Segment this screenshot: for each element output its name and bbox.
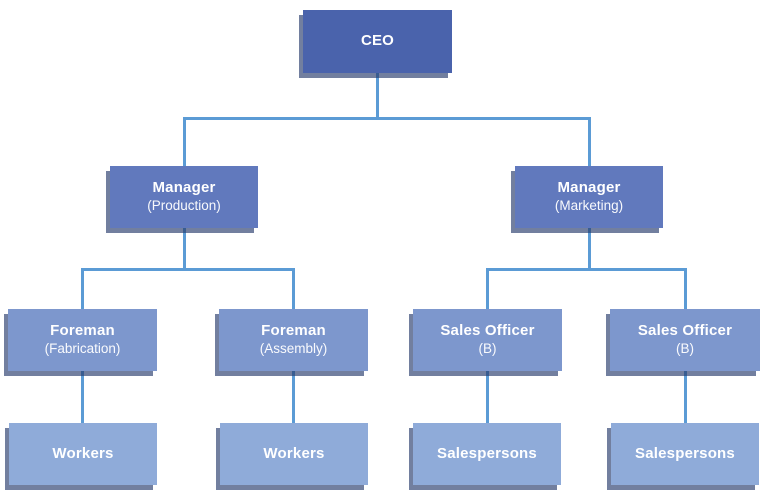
- connector-marketing-down: [588, 228, 591, 270]
- connector-production-horizontal: [81, 268, 295, 271]
- node-salespersons-1: Salespersons: [413, 423, 561, 485]
- connector-marketing-horizontal: [486, 268, 687, 271]
- node-subtitle: (Assembly): [259, 341, 328, 357]
- connector-salespersons2-top: [684, 371, 687, 423]
- node-manager-production: Manager (Production): [110, 166, 258, 228]
- connector-salespersons1-top: [486, 371, 489, 423]
- node-workers-2: Workers: [220, 423, 368, 485]
- node-sales-officer-1: Sales Officer (B): [413, 309, 562, 371]
- connector-level1-horizontal: [183, 117, 591, 120]
- node-sales-officer-2: Sales Officer (B): [610, 309, 760, 371]
- connector-sales1-top: [486, 268, 489, 309]
- node-title: Sales Officer: [637, 321, 733, 339]
- node-subtitle: (Marketing): [554, 198, 624, 214]
- node-title: Salespersons: [437, 444, 537, 462]
- node-title: Foreman: [50, 321, 115, 339]
- node-title: Workers: [52, 444, 114, 462]
- node-subtitle: (Production): [147, 198, 221, 214]
- node-title: Foreman: [261, 321, 326, 339]
- connector-assembly-top: [292, 268, 295, 309]
- node-subtitle: (B): [478, 341, 497, 357]
- node-foreman-fabrication: Foreman (Fabrication): [8, 309, 157, 371]
- node-manager-marketing: Manager (Marketing): [515, 166, 663, 228]
- connector-sales2-top: [684, 268, 687, 309]
- connector-workers1-top: [81, 371, 84, 423]
- node-foreman-assembly: Foreman (Assembly): [219, 309, 368, 371]
- connector-fabrication-top: [81, 268, 84, 309]
- node-subtitle: (Fabrication): [44, 341, 121, 357]
- node-title: Manager: [152, 178, 216, 196]
- node-title: Salespersons: [635, 444, 735, 462]
- node-title: Manager: [557, 178, 621, 196]
- node-title: CEO: [360, 32, 395, 50]
- connector-production-top: [183, 117, 186, 166]
- connector-ceo-down: [376, 73, 379, 119]
- node-salespersons-2: Salespersons: [611, 423, 759, 485]
- connector-workers2-top: [292, 371, 295, 423]
- node-title: Workers: [263, 444, 325, 462]
- node-title: Sales Officer: [440, 321, 535, 339]
- node-subtitle: (B): [676, 341, 694, 357]
- connector-marketing-top: [588, 117, 591, 166]
- node-workers-1: Workers: [9, 423, 157, 485]
- node-ceo: CEO: [303, 10, 452, 73]
- connector-production-down: [183, 228, 186, 270]
